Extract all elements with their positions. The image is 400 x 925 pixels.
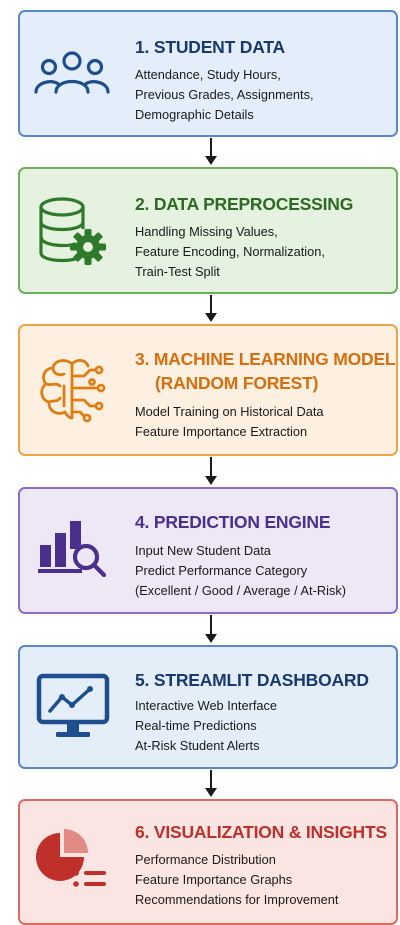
- step-card-prediction-engine: 4. PREDICTION ENGINE Input New Student D…: [18, 487, 398, 614]
- database-gear-icon: [39, 197, 106, 265]
- step-detail: Demographic Details: [135, 107, 254, 122]
- step-card-ml-model: 3. MACHINE LEARNING MODEL (RANDOM FOREST…: [18, 324, 398, 456]
- flow-arrow: [205, 138, 217, 165]
- step-detail: Recommendations for Improvement: [135, 892, 339, 907]
- pie-list-icon: [36, 829, 106, 887]
- step-detail: Train-Test Split: [135, 264, 220, 279]
- step-detail: Feature Importance Extraction: [135, 424, 308, 439]
- flow-arrow: [205, 295, 217, 322]
- chart-search-icon: [38, 521, 107, 578]
- step-title: 1. STUDENT DATA: [135, 37, 285, 57]
- step-detail: Model Training on Historical Data: [135, 404, 324, 419]
- step-detail: Input New Student Data: [135, 543, 271, 558]
- step-title: 5. STREAMLIT DASHBOARD: [135, 670, 369, 690]
- step-card-streamlit-dashboard: 5. STREAMLIT DASHBOARD Interactive Web I…: [18, 645, 398, 769]
- step-card-visualization-insights: 6. VISUALIZATION & INSIGHTS Performance …: [18, 799, 398, 925]
- flow-arrow: [205, 770, 217, 797]
- step-title: 6. VISUALIZATION & INSIGHTS: [135, 822, 387, 842]
- step-detail: Real-time Predictions: [135, 718, 257, 733]
- step-detail: Feature Encoding, Normalization,: [135, 244, 325, 259]
- step-detail: Interactive Web Interface: [135, 698, 278, 713]
- step-detail: Previous Grades, Assignments,: [135, 87, 314, 102]
- flow-arrow: [205, 457, 217, 485]
- step-detail: Attendance, Study Hours,: [135, 67, 281, 82]
- step-detail: (Excellent / Good / Average / At-Risk): [135, 583, 347, 598]
- step-detail: Feature Importance Graphs: [135, 872, 293, 887]
- step-title: 4. PREDICTION ENGINE: [135, 512, 331, 532]
- step-detail: Handling Missing Values,: [135, 224, 278, 239]
- step-title: 2. DATA PREPROCESSING: [135, 194, 354, 214]
- brain-circuit-icon: [40, 359, 106, 423]
- step-title: 3. MACHINE LEARNING MODEL: [135, 349, 396, 369]
- step-detail: Performance Distribution: [135, 852, 276, 867]
- flow-arrow: [205, 615, 217, 643]
- step-title-subtitle: (RANDOM FOREST): [155, 373, 319, 393]
- step-detail: At-Risk Student Alerts: [135, 738, 260, 753]
- step-card-data-preprocessing: 2. DATA PREPROCESSING Handling Missing V…: [18, 167, 398, 294]
- users-icon: [34, 51, 110, 94]
- step-card-student-data: 1. STUDENT DATA Attendance, Study Hours,…: [18, 10, 398, 137]
- monitor-chart-icon: [36, 673, 110, 737]
- step-detail: Predict Performance Category: [135, 563, 308, 578]
